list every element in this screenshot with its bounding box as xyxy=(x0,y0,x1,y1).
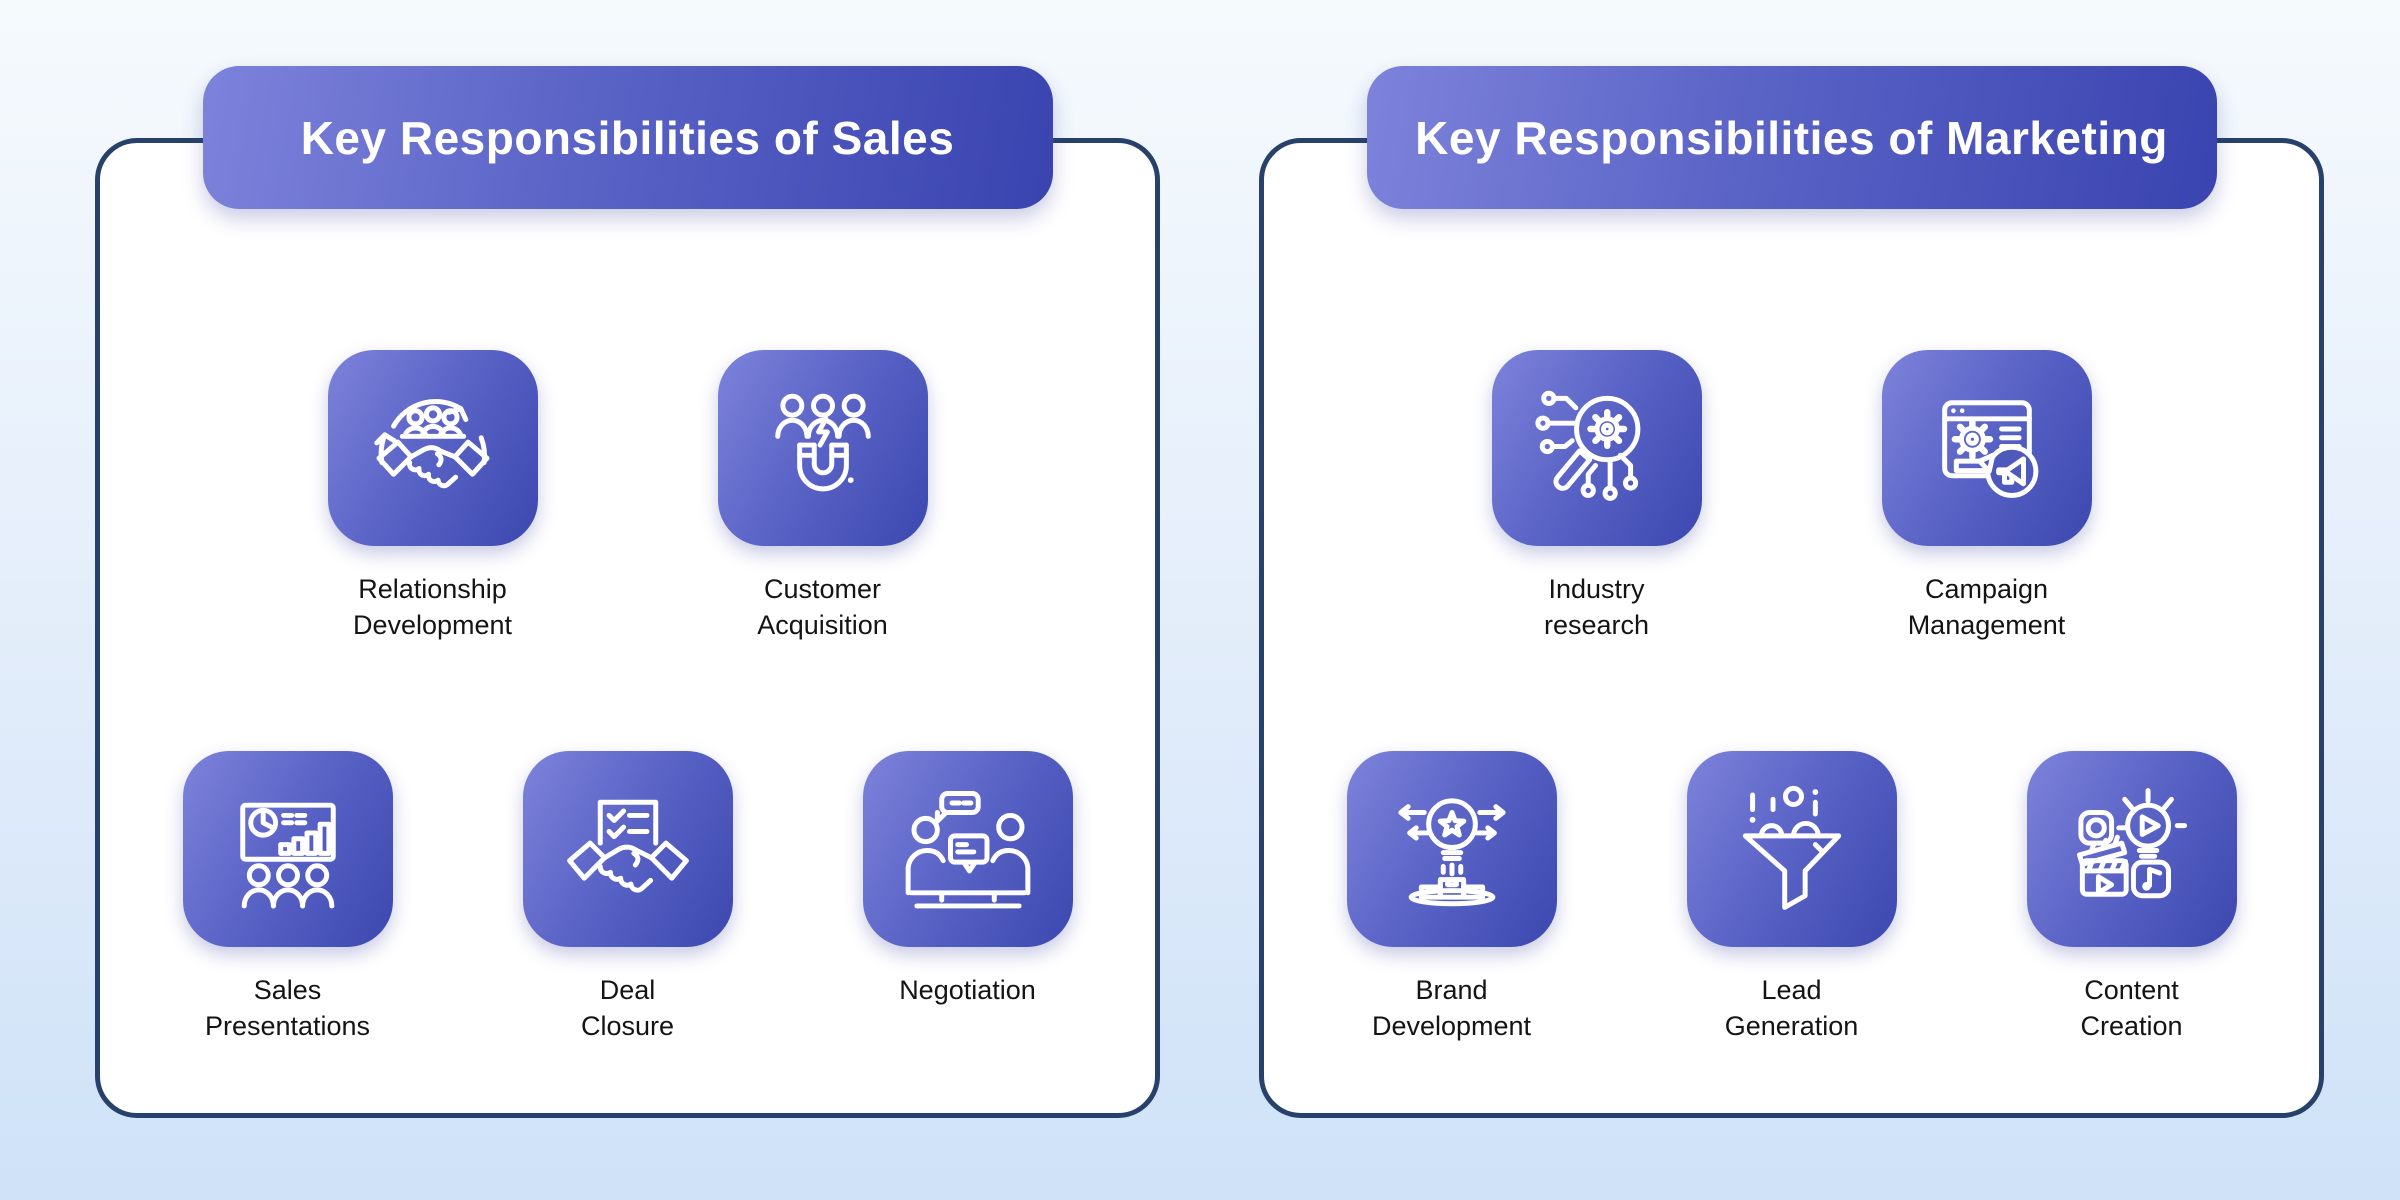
marketing-panel: Key Responsibilities of Marketing xyxy=(1259,66,2324,1118)
campaign-management-tile xyxy=(1881,350,2092,546)
marketing-item-content-creation: Content Creation xyxy=(1962,751,2302,1044)
negotiation-tile xyxy=(862,751,1073,947)
deal-closure-tile xyxy=(522,751,733,947)
deal-closure-label: Deal Closure xyxy=(580,975,675,1041)
marketing-item-campaign-management: Campaign Management xyxy=(1792,350,2182,643)
marketing-panel-header: Key Responsibilities of Marketing xyxy=(1366,66,2217,209)
marketing-item-brand-development: Brand Development xyxy=(1282,751,1622,1044)
marketing-row-1: Industry research xyxy=(1264,350,2319,643)
sales-item-relationship-development: Relationship Development xyxy=(238,350,628,643)
sales-row-2: Sales Presentations xyxy=(100,751,1155,1044)
lead-generation-tile xyxy=(1686,751,1897,947)
marketing-item-industry-research: Industry research xyxy=(1402,350,1792,643)
marketing-item-lead-generation: Lead Generation xyxy=(1622,751,1962,1044)
lead-generation-icon xyxy=(1742,785,1841,910)
brand-development-label: Brand Development xyxy=(1371,975,1532,1041)
customer-acquisition-label: Customer Acquisition xyxy=(757,574,888,640)
sales-item-customer-acquisition: Customer Acquisition xyxy=(628,350,1018,643)
brand-development-icon xyxy=(1397,798,1506,907)
sales-item-sales-presentations: Sales Presentations xyxy=(118,751,458,1044)
sales-presentations-label: Sales Presentations xyxy=(204,975,371,1041)
relationship-development-label: Relationship Development xyxy=(352,574,513,640)
sales-panel: Key Responsibilities of Sales xyxy=(95,66,1160,1118)
brand-development-tile xyxy=(1346,751,1557,947)
marketing-panel-title: Key Responsibilities of Marketing xyxy=(1415,111,2168,164)
content-creation-tile xyxy=(2026,751,2237,947)
content-creation-label: Content Creation xyxy=(2080,975,2183,1041)
campaign-management-icon xyxy=(1941,400,2038,498)
sales-item-negotiation: Negotiation xyxy=(798,751,1138,1044)
relationship-development-icon xyxy=(373,399,490,489)
sales-presentations-tile xyxy=(182,751,393,947)
industry-research-label: Industry research xyxy=(1543,574,1650,640)
deal-closure-icon xyxy=(566,799,689,893)
sales-panel-title: Key Responsibilities of Sales xyxy=(300,111,955,164)
negotiation-icon xyxy=(905,791,1030,909)
marketing-row-2: Brand Development Lead Generation xyxy=(1264,751,2319,1044)
industry-research-tile xyxy=(1491,350,1702,546)
industry-research-icon xyxy=(1534,390,1640,501)
negotiation-label: Negotiation xyxy=(899,975,1036,1005)
relationship-development-tile xyxy=(327,350,538,546)
sales-row-1: Relationship Development Customer xyxy=(100,350,1155,643)
content-creation-icon xyxy=(2076,788,2187,899)
customer-acquisition-icon xyxy=(774,393,871,492)
sales-presentations-icon xyxy=(239,802,336,909)
campaign-management-label: Campaign Management xyxy=(1907,574,2066,640)
sales-panel-header: Key Responsibilities of Sales xyxy=(202,66,1053,209)
sales-item-deal-closure: Deal Closure xyxy=(458,751,798,1044)
customer-acquisition-tile xyxy=(717,350,928,546)
lead-generation-label: Lead Generation xyxy=(1724,975,1859,1041)
